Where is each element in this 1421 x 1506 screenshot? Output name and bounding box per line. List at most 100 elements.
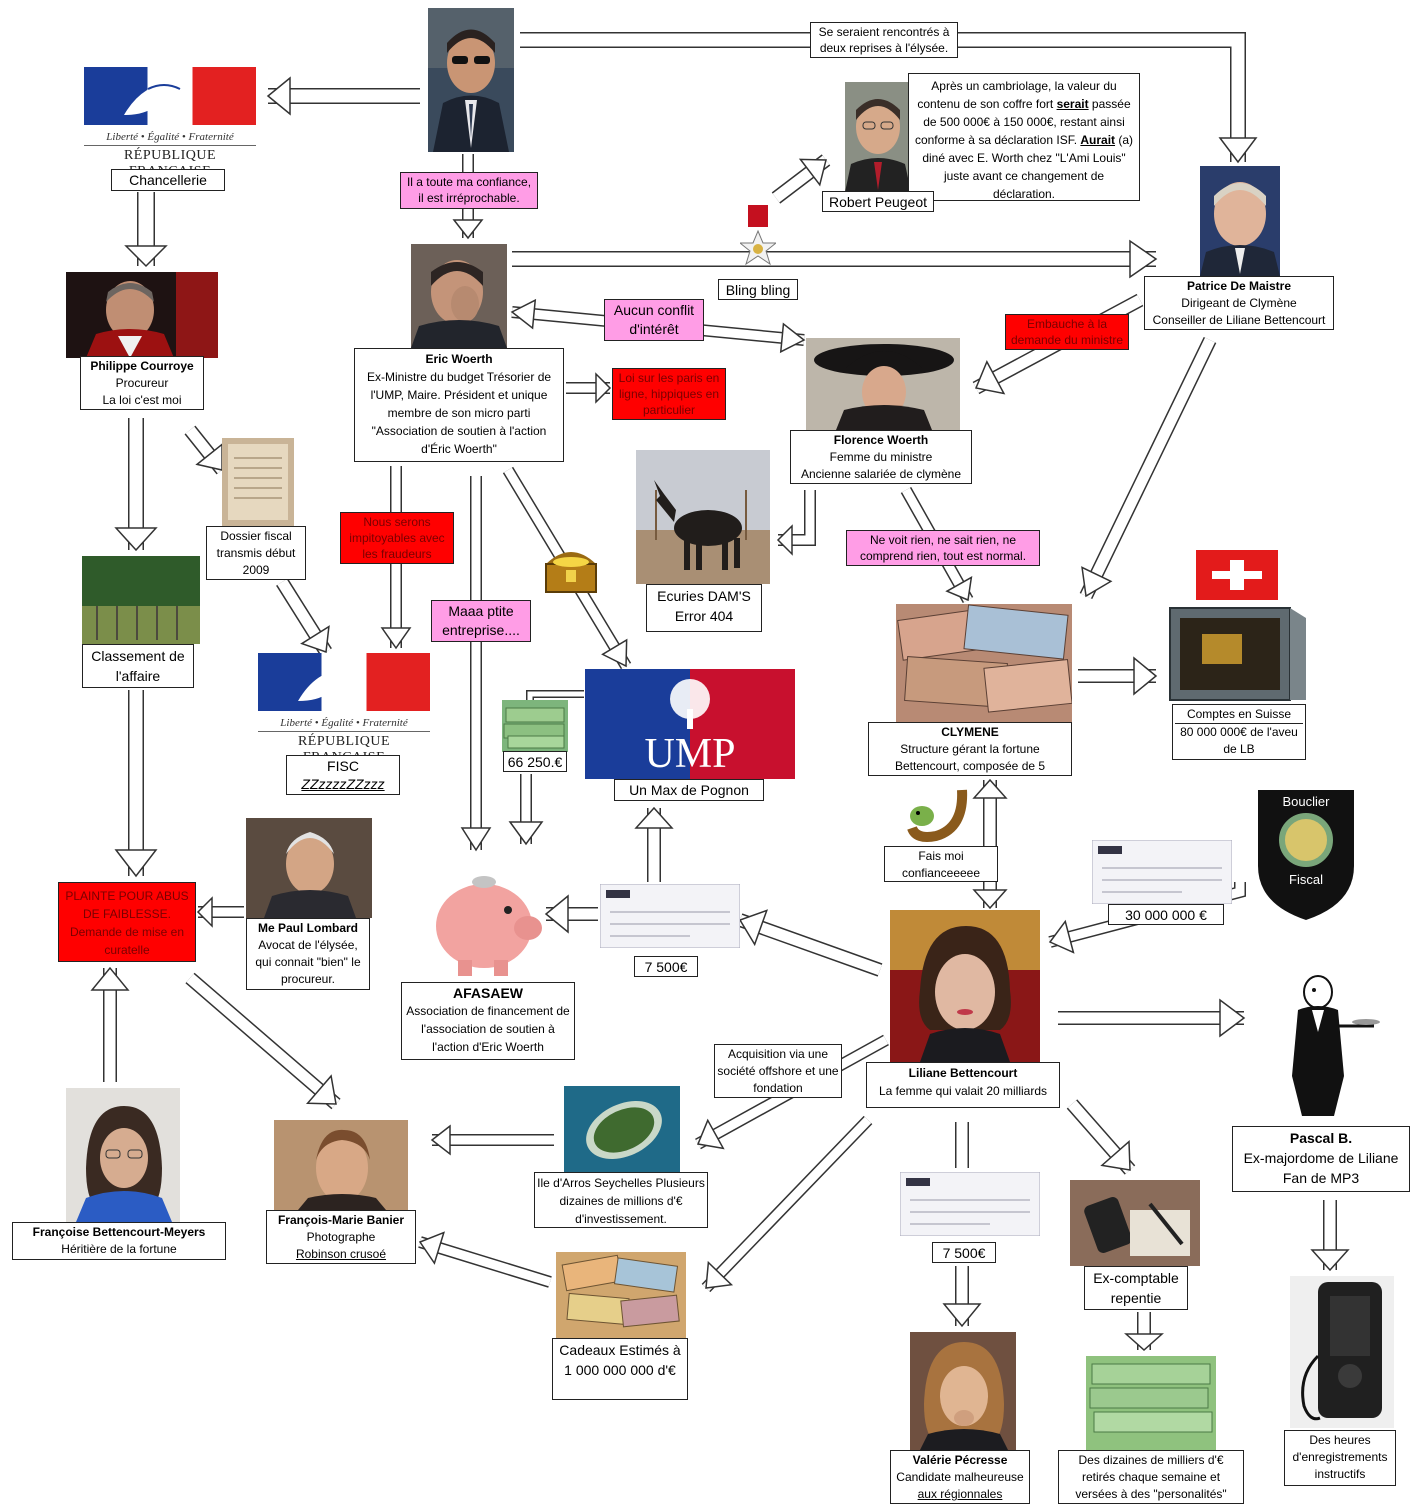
francoise-photo — [66, 1088, 180, 1222]
motto-text-fisc: Liberté • Égalité • Fraternité — [280, 717, 408, 729]
de-maistre-photo — [1200, 166, 1280, 276]
acquisition-label: Acquisition via une société offshore et … — [714, 1044, 842, 1098]
amount-30m-label: 30 000 000 € — [1108, 904, 1224, 925]
peugeot-note-part2: passée de 500 000€ à 150 000€, restant a… — [914, 97, 1131, 147]
confiance-label: Il a toute ma confiance, il est irréproc… — [400, 172, 538, 209]
arrow-woerth-to-de-maistre — [512, 239, 1158, 279]
loi-paris-label: Loi sur les paris en ligne, hippiques en… — [612, 368, 726, 420]
florence-woerth-role2: Ancienne salariée de clymène — [800, 467, 962, 481]
lombard-photo — [246, 818, 372, 918]
chancellerie-label: Chancellerie — [111, 169, 225, 191]
arrow-cheque-b-to-pecresse — [942, 1266, 982, 1328]
dossier-fiscal-label: Dossier fiscal transmis début 2009 — [206, 526, 306, 580]
arrow-classement-to-plainte — [114, 690, 158, 878]
maaa-label: Maaa ptite entreprise.... — [431, 600, 531, 642]
courroye-card: Philippe Courroye Procureur La loi c'est… — [80, 356, 204, 410]
banier-name: François-Marie Banier — [277, 1213, 405, 1227]
arrow-woerth-to-loi — [566, 372, 612, 404]
afasaew-card: AFASAEW Association de financement de l'… — [401, 982, 575, 1060]
arros-island-photo — [564, 1086, 680, 1172]
impitoyables-label: Nous serons impitoyables avec les fraude… — [340, 512, 454, 564]
bling-label: Bling bling — [718, 279, 798, 300]
banier-photo — [274, 1120, 408, 1210]
dizaines-label: Des dizaines de milliers d'€ retirés cha… — [1058, 1450, 1244, 1504]
lombard-name: Me Paul Lombard — [257, 921, 358, 935]
snake-icon — [906, 788, 968, 844]
arrow-cheque-to-ump — [634, 806, 674, 882]
pecresse-role1: Candidate malheureuse — [896, 1470, 1024, 1484]
comptes-suisse-card: Comptes en Suisse 80 000 000€ de l'aveu … — [1172, 704, 1306, 760]
pascal-name: Pascal B. — [1289, 1130, 1353, 1146]
arrow-cheque-to-piggy — [544, 894, 598, 934]
peugeot-note-part3: (a) diné avec E. Worth chez "L'Ami Louis… — [922, 133, 1134, 201]
fais-moi-label: Fais moi confianceeeee — [884, 846, 998, 882]
courroye-role1: Procureur — [115, 376, 169, 390]
cheque-icon-7500-a — [600, 884, 740, 948]
lombard-card: Me Paul Lombard Avocat de l'élysée, qui … — [246, 918, 370, 990]
dossier-fiscal-photo — [222, 438, 294, 526]
classement-photo — [82, 556, 200, 644]
safe-icon — [1166, 604, 1310, 704]
ecuries-label: Ecuries DAM'S Error 404 — [646, 584, 762, 632]
francoise-card: Françoise Bettencourt-Meyers Héritière d… — [12, 1222, 226, 1260]
liliane-desc: La femme qui valait 20 milliards — [878, 1084, 1048, 1098]
banier-role2: Robinson crusoé — [295, 1247, 387, 1261]
cadeaux-money-photo — [556, 1252, 686, 1338]
bouclier-text-1: Bouclier — [1283, 794, 1331, 809]
arrow-courroye-to-dossier — [184, 425, 228, 475]
arrow-sarkozy-to-chancellerie — [266, 76, 420, 116]
ne-voit-rien-label: Ne voit rien, ne sait rien, ne comprend … — [846, 530, 1040, 566]
cheque-icon-7500-b — [900, 1172, 1040, 1236]
courroye-name: Philippe Courroye — [90, 359, 194, 373]
pascal-card: Pascal B. Ex-majordome de Liliane Fan de… — [1232, 1126, 1410, 1192]
arrow-chancellerie-to-courroye — [124, 192, 168, 268]
pascal-desc: Ex-majordome de Liliane Fan de MP3 — [1243, 1150, 1399, 1186]
florence-woerth-name: Florence Woerth — [833, 433, 929, 447]
arrow-lombard-to-plainte — [196, 896, 244, 928]
pecresse-name: Valérie Pécresse — [912, 1453, 1008, 1467]
arrow-florence-to-donkey — [776, 490, 816, 556]
dizaines-money-photo — [1086, 1356, 1216, 1450]
amount-7500-a-label: 7 500€ — [634, 956, 698, 977]
piggy-bank-icon — [428, 856, 544, 980]
de-maistre-role2: Conseiller de Liliane Bettencourt — [1152, 313, 1326, 327]
clymene-card: CLYMENE Structure gérant la fortune Bett… — [868, 722, 1072, 776]
pecresse-role2: aux régionnales — [917, 1487, 1003, 1501]
afasaew-name: AFASAEW — [453, 985, 523, 1001]
amount-7500-b-label: 7 500€ — [932, 1242, 996, 1263]
butler-icon — [1274, 966, 1384, 1122]
arrow-liliane-to-comptable — [1066, 1099, 1136, 1175]
arrow-clymene-to-suisse — [1078, 656, 1158, 696]
ump-caption: Un Max de Pognon — [614, 779, 764, 801]
de-maistre-card: Patrice De Maistre Dirigeant de Clymène … — [1144, 276, 1334, 330]
cheque-icon-30m — [1092, 840, 1232, 904]
afasaew-desc: Association de financement de l'associat… — [406, 1004, 570, 1054]
swiss-flag-icon — [1196, 550, 1278, 600]
peugeot-note-aurait: Aurait — [1080, 133, 1116, 147]
arrow-courroye-to-classement — [114, 418, 158, 552]
arrow-francoise-to-plainte — [90, 966, 130, 1082]
woerth-desc: Ex-Ministre du budget Trésorier de l'UMP… — [366, 370, 552, 456]
amount-66250-label: 66 250.€ — [503, 751, 567, 772]
banier-card: François-Marie Banier Photographe Robins… — [266, 1210, 416, 1264]
republique-logo-fisc: Liberté • Égalité • Fraternité RÉPUBLIQU… — [258, 653, 430, 766]
arrow-dossier-to-fisc — [276, 578, 332, 656]
woerth-name: Eric Woerth — [425, 352, 493, 366]
arrow-bling-to-peugeot — [771, 154, 831, 204]
florence-woerth-photo — [806, 338, 960, 430]
arrow-plainte-to-banier — [185, 972, 341, 1110]
robert-peugeot-photo — [845, 82, 911, 192]
arrow-clymene-liliane — [972, 778, 1008, 910]
arrow-liliane-to-cadeaux — [701, 1115, 873, 1293]
woerth-photo — [411, 244, 507, 348]
dictaphone-icon — [1290, 1276, 1394, 1428]
fisc-zz: ZZzzzzZZzzz — [301, 776, 385, 792]
ump-logo: UMP — [585, 669, 795, 779]
cadeaux-label: Cadeaux Estimés à 1 000 000 000 d'€ — [552, 1338, 688, 1400]
clymene-desc: Structure gérant la fortune Bettencourt,… — [894, 742, 1046, 773]
arrow-elysee-to-de-maistre — [958, 32, 1258, 164]
liliane-name: Liliane Bettencourt — [908, 1066, 1018, 1080]
aucun-conflit-label: Aucun conflit d'intérêt — [604, 299, 704, 341]
de-maistre-name: Patrice De Maistre — [1186, 279, 1292, 293]
arros-label: Ile d'Arros Seychelles Plusieurs dizaine… — [534, 1172, 708, 1228]
